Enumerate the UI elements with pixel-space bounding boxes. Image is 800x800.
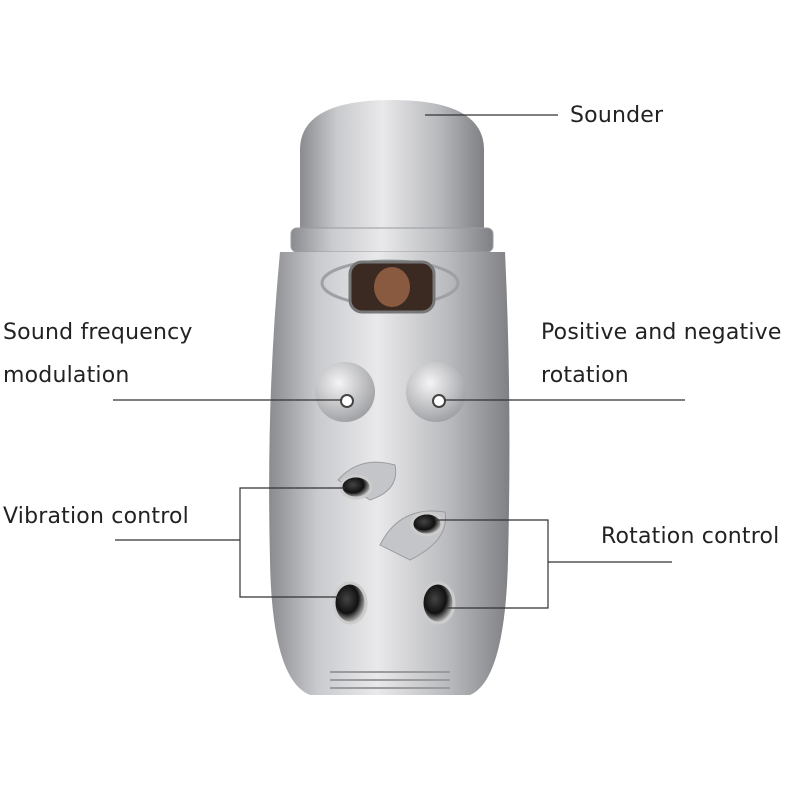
device (269, 100, 510, 695)
positive-negative-button (432, 394, 446, 408)
label-sound-frequency-2: modulation (3, 363, 130, 388)
rotation-button-top (410, 511, 444, 537)
leader-lines (113, 114, 685, 609)
label-sound-frequency-1: Sound frequency (3, 320, 193, 345)
vibration-button-bottom (332, 581, 368, 625)
label-sounder: Sounder (570, 103, 664, 128)
cap-ring (290, 227, 494, 253)
label-vibration-control: Vibration control (3, 504, 189, 529)
sounder-cap (300, 100, 484, 240)
rotation-button-bottom (420, 581, 456, 625)
label-rotation-control: Rotation control (601, 524, 780, 549)
label-positive-negative-1: Positive and negative (541, 320, 782, 345)
sound-frequency-button (340, 394, 354, 408)
vibration-button-top (339, 474, 373, 500)
label-positive-negative-2: rotation (541, 363, 629, 388)
